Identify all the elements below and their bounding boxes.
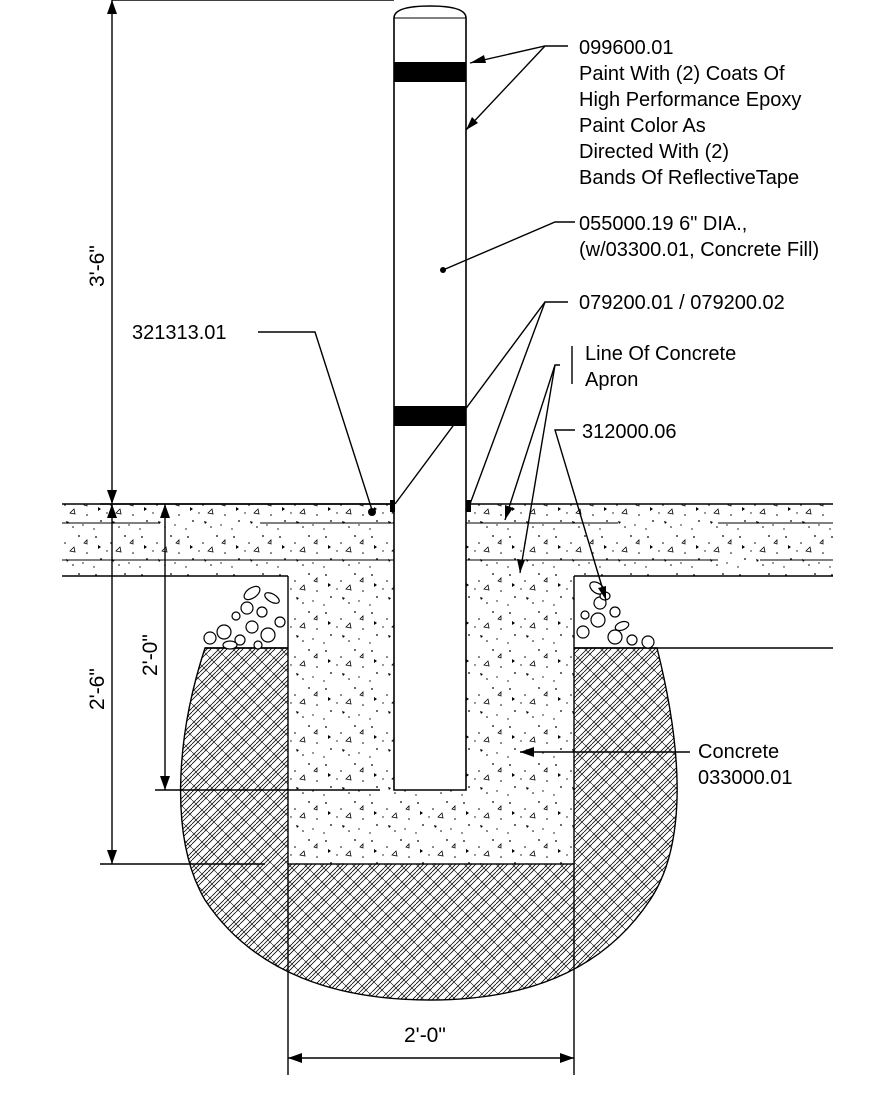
reflective-band-bottom: [394, 406, 466, 426]
dim-bollard-height: 3'-6": [86, 245, 109, 287]
callout-gravel: 312000.06: [582, 421, 677, 443]
callout-paint-code: 099600.01: [579, 37, 674, 59]
callout-concrete-line1: Concrete: [698, 741, 779, 763]
callout-bollard-line1: 055000.19 6" DIA.,: [579, 213, 747, 235]
callout-paint-line2: High Performance Epoxy: [579, 89, 801, 111]
dim-footing-width: 2'-0": [404, 1024, 446, 1047]
gravel-left: [203, 585, 286, 650]
callout-paint-line4: Directed With (2): [579, 141, 729, 163]
callout-paint-line1: Paint With (2) Coats Of: [579, 63, 785, 85]
reflective-band-top: [394, 62, 466, 82]
callout-concrete-line2: 033000.01: [698, 767, 793, 789]
callout-paint-line3: Paint Color As: [579, 115, 706, 137]
callout-apron-line1: Line Of Concrete: [585, 343, 736, 365]
gravel-right: [576, 581, 655, 649]
callout-sealant: 079200.01 / 079200.02: [579, 292, 785, 314]
callout-paint-line5: Bands Of ReflectiveTape: [579, 167, 799, 189]
callout-apron-line2: Apron: [585, 369, 638, 391]
bollard: [393, 5, 467, 791]
concrete-apron: [62, 504, 833, 576]
callout-bollard-line2: (w/03300.01, Concrete Fill): [579, 239, 819, 261]
dim-embed-depth: 2'-0": [139, 634, 162, 676]
dim-footing-depth: 2'-6": [86, 668, 109, 710]
callout-paving: 321313.01: [132, 322, 227, 344]
